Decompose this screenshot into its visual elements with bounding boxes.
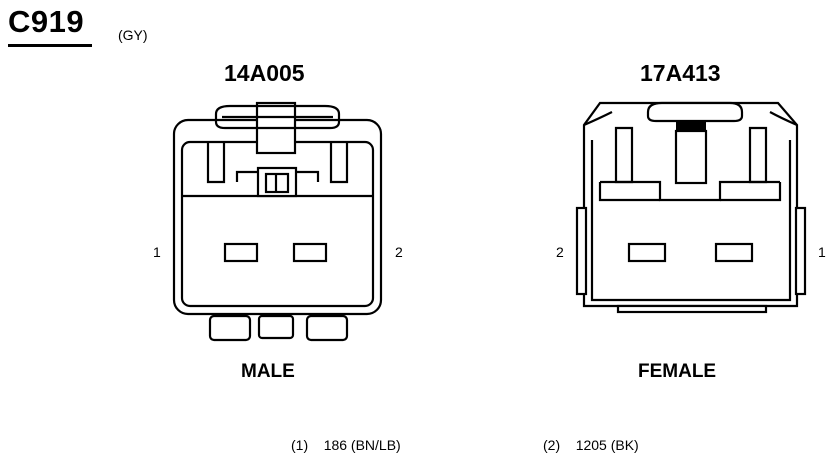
connector-id: C919 [8,4,85,39]
male-part-number: 14A005 [224,60,305,86]
female-connector-outline [575,101,807,314]
male-pin-1-terminal [223,242,259,263]
male-label: MALE [241,361,295,382]
wire-2-circuit: 1205 (BK) [575,437,639,453]
female-pin-1-terminal [714,242,754,263]
wire-1-circuit: 186 (BN/LB) [323,437,401,453]
wire-entry-2: (2) 1205 (BK) [543,437,639,453]
female-pin-2-label: 2 [556,244,564,260]
male-pin-2-label: 2 [395,244,403,260]
connector-id-underline [8,44,92,47]
male-pin-1-label: 1 [153,244,161,260]
wire-2-pin: (2) [543,437,561,453]
connector-color: (GY) [118,27,148,43]
male-pin-2-terminal [292,242,328,263]
female-pin-1-label: 1 [818,244,826,260]
male-connector-outline [172,101,383,342]
female-pin-2-terminal [627,242,667,263]
wire-1-pin: (1) [291,437,309,453]
wire-entry-1: (1) 186 (BN/LB) [291,437,401,453]
female-label: FEMALE [638,361,717,382]
female-part-number: 17A413 [640,60,721,86]
